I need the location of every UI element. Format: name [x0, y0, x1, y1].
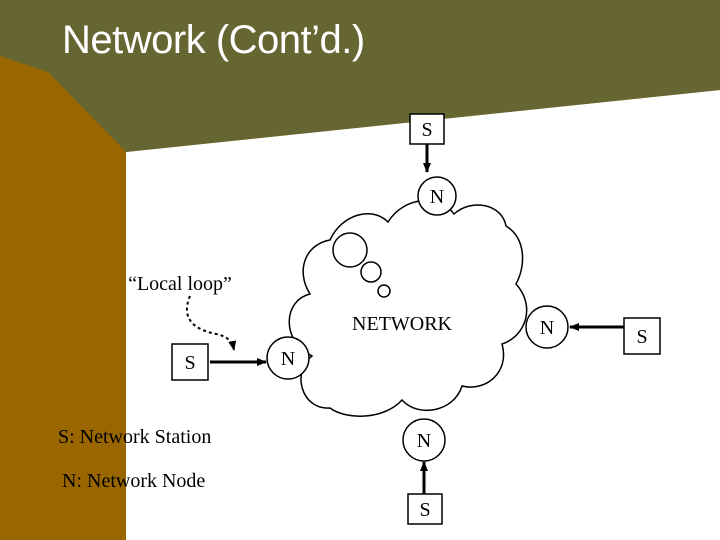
station-left-label: S — [184, 352, 195, 374]
node-left-circle — [266, 336, 310, 380]
node-right-circle — [525, 305, 569, 349]
station-right-box — [623, 317, 661, 355]
network-label: NETWORK — [352, 313, 453, 335]
slide-title: Network (Cont’d.) — [62, 18, 365, 62]
station-left-box — [171, 343, 209, 381]
network-cloud — [288, 199, 528, 417]
cloud-bubble-medium — [360, 261, 382, 283]
node-left-label: N — [281, 348, 295, 370]
node-bottom-circle — [402, 418, 446, 462]
local-loop-arrow — [185, 295, 237, 351]
station-top-box — [409, 113, 445, 145]
node-top-label: N — [430, 186, 444, 208]
station-top-label: S — [421, 119, 432, 141]
station-bottom-label: S — [419, 499, 430, 521]
cloud-bubble-small — [377, 284, 391, 298]
node-right-label: N — [540, 317, 554, 339]
legend-node: N: Network Node — [62, 470, 206, 492]
station-bottom-box — [407, 493, 443, 525]
legend-station: S: Network Station — [58, 426, 212, 448]
station-right-label: S — [636, 326, 647, 348]
local-loop-label: “Local loop” — [128, 273, 232, 295]
cloud-bubble-large — [332, 232, 368, 268]
node-bottom-label: N — [417, 430, 431, 452]
node-top-circle — [417, 176, 457, 216]
title-bar — [0, 0, 720, 152]
